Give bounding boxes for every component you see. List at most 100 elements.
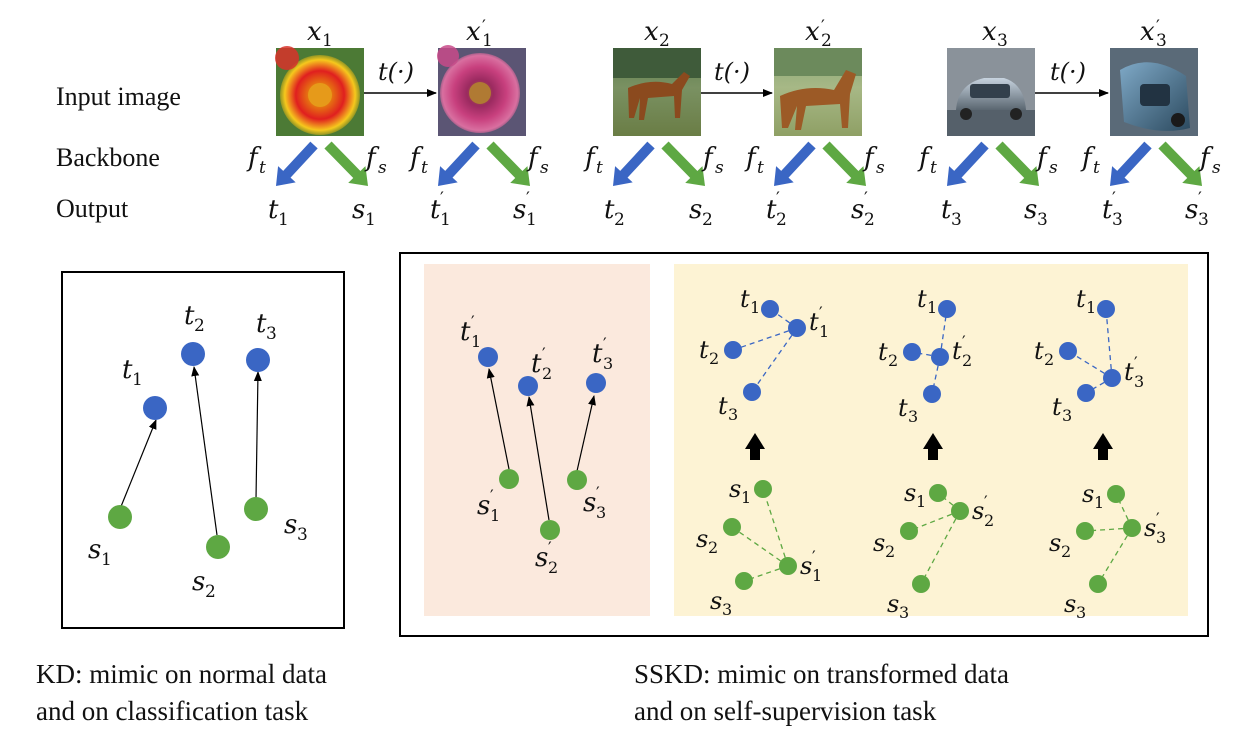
relation-student-label: s xyxy=(710,587,722,615)
label-x3p-sub: 3 xyxy=(1156,31,1167,51)
student-backbone-arrow-3 xyxy=(661,141,705,186)
student-relation-edge xyxy=(908,510,961,532)
output-prime-mark: ′ xyxy=(440,189,444,209)
sskd-mimic-labels: t′1 t′2 t′3 s′1 s′2 s′3 xyxy=(460,312,613,577)
relation-teacher-label: t xyxy=(1052,393,1062,421)
teacher-backbone-sub: t xyxy=(930,158,937,178)
student-relation-node-3 xyxy=(735,572,753,590)
label-x2p-sub: 2 xyxy=(821,31,832,51)
relation-teacher-label: t xyxy=(718,392,728,420)
relation-student-label: s xyxy=(904,479,916,507)
output-s3p: s xyxy=(1185,195,1198,225)
svg-text:′: ′ xyxy=(482,17,486,37)
svg-text:3: 3 xyxy=(266,324,277,344)
relation-teacher-prime-label: t xyxy=(1124,358,1134,386)
teacher-backbone-sub: t xyxy=(757,158,764,178)
teacher-relation-edge xyxy=(751,327,798,393)
teacher-relation-node-4 xyxy=(788,319,806,337)
output-prime-mark: ′ xyxy=(1112,189,1116,209)
input-image-x1-prime xyxy=(437,45,526,136)
relation-up-arrow-1 xyxy=(745,433,765,460)
svg-text:′: ′ xyxy=(548,538,552,557)
svg-text:s: s xyxy=(284,510,297,540)
relation-teacher-label: t xyxy=(878,338,888,366)
input-image-x2-prime xyxy=(774,48,862,136)
teacher-backbone-arrow-1 xyxy=(276,141,318,186)
output-s3: s xyxy=(1024,195,1037,225)
label-x2-base: x xyxy=(644,17,659,47)
sskd-arrow-3 xyxy=(576,395,596,472)
relation-teacher-sub: 2 xyxy=(709,349,719,368)
output-s1: s xyxy=(352,195,365,225)
sskd-mimic-subpanel xyxy=(424,264,650,616)
output-sub: 3 xyxy=(1037,210,1048,230)
output-sub: 3 xyxy=(951,210,962,230)
relation-prime-mark: ′ xyxy=(1134,353,1138,372)
label-x3p-base: x xyxy=(1140,17,1155,47)
kd-arrow-2 xyxy=(191,366,218,536)
sskd-teacher-node-t3p xyxy=(586,373,606,393)
svg-text:t: t xyxy=(531,349,542,379)
teacher-relation-node-3 xyxy=(743,383,761,401)
student-relation-node-4 xyxy=(951,502,969,520)
relation-prime-mark: ′ xyxy=(819,303,823,322)
teacher-relation-node-3 xyxy=(923,385,941,403)
kd-student-node-s2 xyxy=(206,535,230,559)
kd-panel-border xyxy=(61,271,345,629)
relation-teacher-prime-label: t xyxy=(952,337,962,365)
student-relation-node-2 xyxy=(1076,522,1094,540)
relation-teacher-label: t xyxy=(699,336,709,364)
teacher-relation-node-4 xyxy=(1103,369,1121,387)
relation-student-label: s xyxy=(729,475,741,503)
relation-up-arrow-3 xyxy=(1093,433,1113,460)
teacher-relation-node-1 xyxy=(1097,300,1115,318)
teacher-relation-node-2 xyxy=(724,341,742,359)
label-x3-base: x xyxy=(982,17,997,47)
student-backbone-sub: s xyxy=(876,158,885,178)
transform-arrows: t(·) t(·) t(·) xyxy=(364,58,1109,97)
svg-text:′: ′ xyxy=(596,483,600,502)
student-relation-node-2 xyxy=(723,518,741,536)
student-relation-node-3 xyxy=(912,575,930,593)
output-sub: 2 xyxy=(776,210,787,230)
teacher-relation-edge xyxy=(1105,308,1113,379)
output-s2p: s xyxy=(851,195,864,225)
svg-text:s: s xyxy=(583,488,596,518)
kd-student-node-s1 xyxy=(108,505,132,529)
svg-text:′: ′ xyxy=(542,344,546,363)
student-backbone-sub: s xyxy=(540,158,549,178)
output-sub: 2 xyxy=(864,210,875,230)
relation-teacher-label: t xyxy=(740,285,750,313)
svg-text:s: s xyxy=(535,543,548,573)
relation-student-prime-label: s xyxy=(972,497,984,525)
svg-text:1: 1 xyxy=(490,506,500,525)
label-x1p-base: x xyxy=(466,17,481,47)
kd-teacher-node-t3 xyxy=(246,348,270,372)
student-relation-node-1 xyxy=(929,484,947,502)
teacher-backbone-arrow-2 xyxy=(438,141,480,186)
student-relation-node-3 xyxy=(1089,575,1107,593)
relation-teacher-sub: 1 xyxy=(927,298,937,317)
relation-student-sub: 2 xyxy=(1061,542,1071,561)
transform-label-3: t(·) xyxy=(1050,58,1086,86)
relation-prime-mark: ′ xyxy=(962,332,966,351)
sskd-arrow-1 xyxy=(486,368,510,470)
relation-student-sub: 3 xyxy=(899,603,909,622)
teacher-relation-node-1 xyxy=(761,300,779,318)
teacher-relation-node-2 xyxy=(903,343,921,361)
student-relation-node-1 xyxy=(1107,485,1125,503)
kd-teacher-node-t2 xyxy=(181,342,205,366)
teacher-backbone-arrow-5 xyxy=(947,141,989,186)
relation-student-label: s xyxy=(887,590,899,618)
student-relation-node-1 xyxy=(754,480,772,498)
teacher-backbone-sub: t xyxy=(259,158,266,178)
label-x2-sub: 2 xyxy=(659,31,670,51)
output-prime-mark: ′ xyxy=(526,189,530,209)
output-sub: 1 xyxy=(440,210,451,230)
output-s2: s xyxy=(689,195,702,225)
relation-student-label: s xyxy=(1049,529,1061,557)
